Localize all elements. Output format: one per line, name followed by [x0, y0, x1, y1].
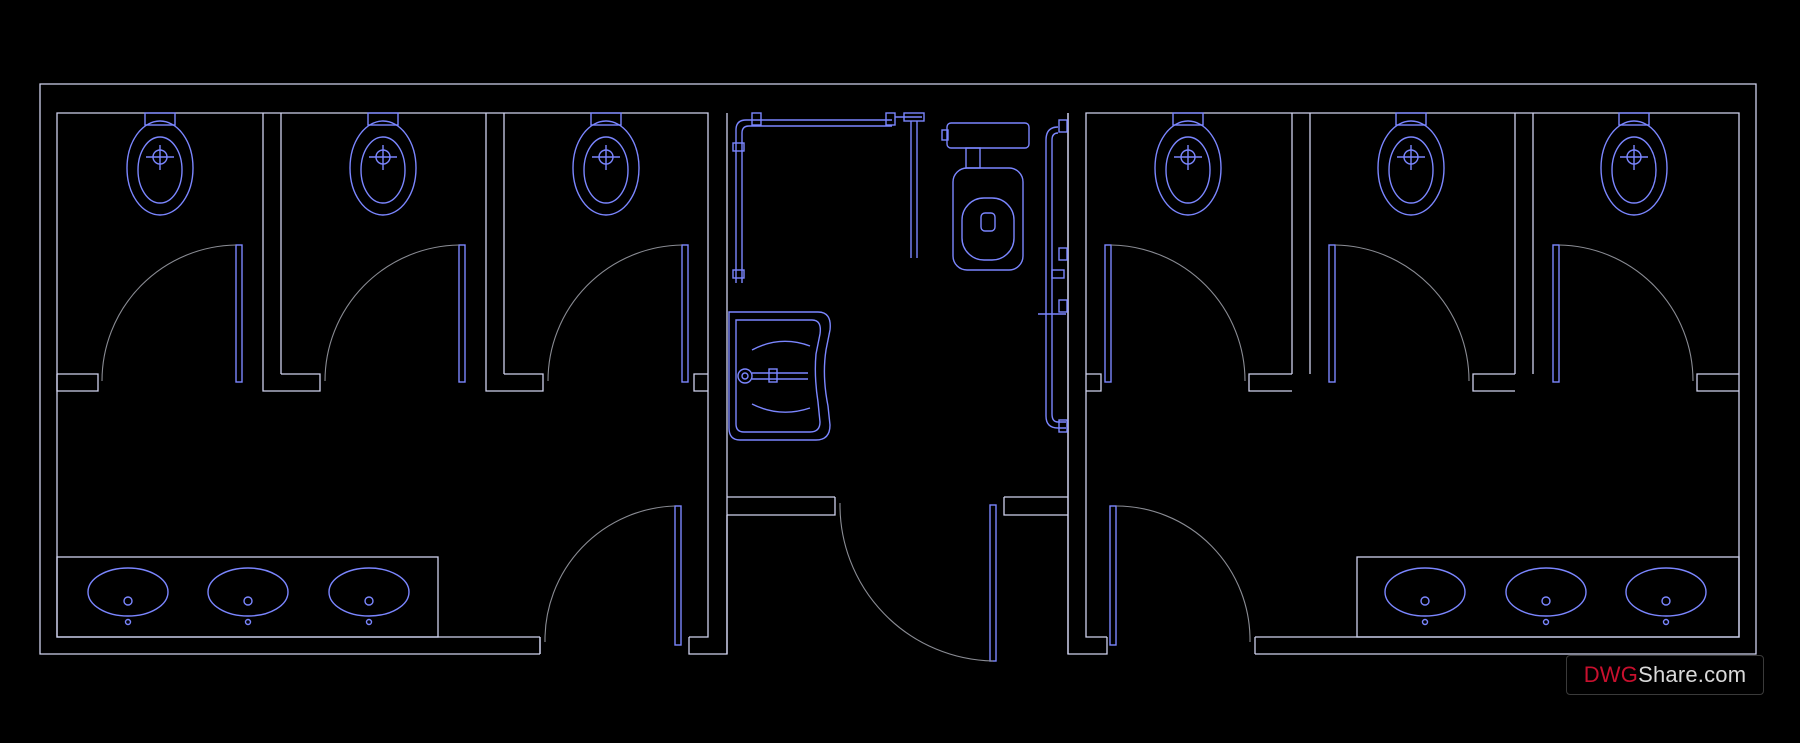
grab-bar-side — [1038, 119, 1068, 433]
stall-door-swing — [1110, 244, 1246, 382]
outer-wall — [39, 83, 1757, 655]
watermark-part-2: Share.com — [1638, 662, 1747, 687]
toilets — [126, 112, 1668, 216]
left-stall-front-1a — [56, 373, 99, 392]
stall-door-leaf — [458, 244, 466, 383]
left-room-wall — [56, 112, 709, 638]
wash-basin — [328, 567, 410, 626]
stall-door-leaf — [1328, 244, 1336, 383]
right-stall-front-3b — [1696, 373, 1739, 392]
left-vanity-counter — [56, 556, 439, 638]
stall-door-swing — [1558, 244, 1694, 382]
left-stall-front-2a — [262, 373, 321, 392]
wash-basins — [87, 567, 1707, 626]
stall-door-swing — [1334, 244, 1470, 382]
toilet — [349, 112, 417, 216]
left-right-partition — [688, 113, 728, 655]
stall-door-swing — [547, 244, 683, 382]
watermark-part-1: DWG — [1583, 662, 1639, 687]
accessible-toilet — [941, 122, 1030, 271]
right-vanity-counter — [1356, 556, 1740, 638]
toilet — [126, 112, 194, 216]
wash-basin — [87, 567, 169, 626]
center-door-jamb-right — [1003, 497, 1068, 516]
accessible-sink — [728, 311, 831, 441]
right-stall-front-2b — [1472, 373, 1515, 392]
doors — [101, 244, 1694, 662]
wash-basin — [1384, 567, 1466, 626]
accessible-door-leaf — [989, 504, 997, 662]
entrance-door-leaf — [674, 505, 682, 646]
toilet — [1377, 112, 1445, 216]
left-stall-front-3a — [485, 373, 544, 392]
entrance-door-swing — [544, 505, 676, 643]
toilet — [572, 112, 640, 216]
wash-basin — [1625, 567, 1707, 626]
accessible-door-swing — [839, 502, 994, 662]
wash-basin — [1505, 567, 1587, 626]
right-room-wall — [1085, 112, 1740, 638]
walls — [39, 83, 1757, 655]
center-door-jamb-left — [727, 497, 836, 516]
entrance-door-swing — [1115, 505, 1251, 643]
stall-door-leaf — [681, 244, 689, 383]
stall-door-swing — [324, 244, 460, 382]
stall-door-leaf — [1104, 244, 1112, 383]
stall-door-leaf — [1552, 244, 1560, 383]
stall-door-swing — [101, 244, 237, 382]
grab-bar-top — [732, 112, 925, 283]
right-stall-front-1b — [1248, 373, 1292, 392]
toilet — [1600, 112, 1668, 216]
toilet — [1154, 112, 1222, 216]
accessible-fixtures — [728, 112, 1068, 441]
stall-door-leaf — [235, 244, 243, 383]
wash-basin — [207, 567, 289, 626]
right-stall-front-1a — [1086, 373, 1102, 392]
left-stall-front-3b — [693, 373, 708, 392]
entrance-door-leaf — [1109, 505, 1117, 646]
